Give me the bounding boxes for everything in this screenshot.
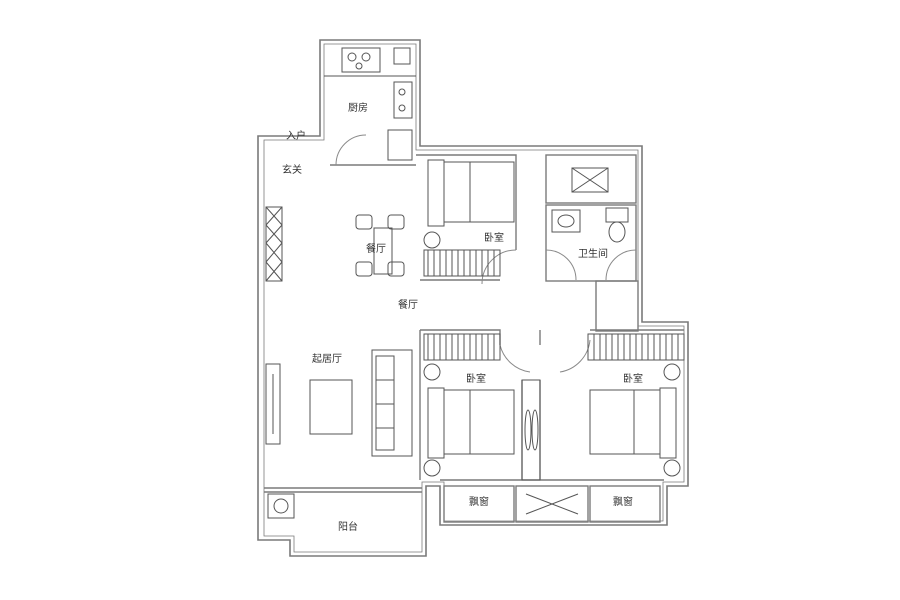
south-right-bedroom-furniture [587,333,685,477]
foyer-label: 玄关 [282,165,302,176]
bay-window-right-label: 飘窗 [613,497,633,508]
south-left-bedroom-label: 卧室 [466,374,486,385]
entry-cabinet [265,206,283,282]
bathroom-label: 卫生间 [578,249,608,260]
bathroom-fixtures [551,167,629,243]
bed [443,389,515,455]
south-right-bedroom-label: 卧室 [623,374,643,385]
master-bedroom-label: 卧室 [484,233,504,244]
balcony-washer [267,493,295,519]
bay-window-cross [525,493,579,515]
bed [443,161,515,223]
living-furniture [265,349,413,457]
entry-label: 入户 [286,131,306,142]
bay-window-left-label: 飘窗 [469,497,489,508]
dining-corridor-label: 餐厅 [398,300,418,311]
interior-walls [264,154,684,523]
sofa [371,349,413,457]
dining-table [355,214,405,277]
living-label: 起居厅 [312,354,342,365]
stove-burner-icon [361,52,371,62]
outer-walls [257,39,689,557]
kitchen-fixtures [324,47,416,161]
tv-cabinet [265,363,281,445]
wardrobes [521,379,541,481]
balcony-label: 阳台 [338,522,358,533]
kitchen-label: 厨房 [348,103,368,114]
dining-label: 餐厅 [366,244,386,255]
south-left-bedroom-furniture [423,333,515,477]
stove-burner-icon [347,52,357,62]
bed [589,389,661,455]
coffee-table [309,379,353,435]
toilet-icon [608,221,626,243]
door-swings [335,134,637,373]
master-bedroom-furniture [423,159,515,277]
